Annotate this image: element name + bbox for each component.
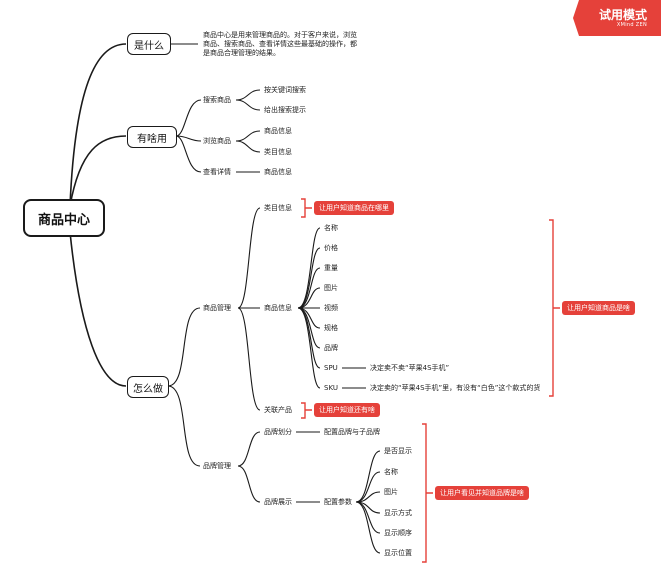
goods-info-item[interactable]: 价格 — [324, 244, 338, 252]
spu-description: 决定卖不卖“苹果4S手机” — [370, 364, 450, 372]
node-what[interactable]: 是什么 — [127, 33, 171, 55]
sku-description: 决定卖的“苹果4S手机”里，有没有“白色”这个款式的货 — [370, 384, 541, 392]
node-search-keyword[interactable]: 按关键词搜索 — [264, 86, 306, 94]
watermark-badge-shape — [573, 0, 661, 36]
brand-param-item[interactable]: 图片 — [384, 488, 398, 496]
brand-param-item[interactable]: 显示位置 — [384, 549, 412, 557]
node-search-hint[interactable]: 给出搜索提示 — [264, 106, 306, 114]
node-browse-goods[interactable]: 浏览商品 — [203, 137, 231, 145]
root-node[interactable]: 商品中心 — [23, 199, 105, 237]
node-config-params[interactable]: 配置参数 — [324, 498, 352, 506]
tag-category-where: 让用户知道商品在哪里 — [314, 201, 394, 215]
node-category-info[interactable]: 类目信息 — [264, 204, 292, 212]
watermark-subtitle: XMind ZEN — [616, 22, 647, 28]
node-browse-goods-info[interactable]: 商品信息 — [264, 127, 292, 135]
tag-brand-know: 让用户看见并知道品牌是啥 — [435, 486, 529, 500]
trial-mode-watermark: 试用模式 XMind ZEN — [573, 0, 661, 36]
brand-param-item[interactable]: 名称 — [384, 468, 398, 476]
node-search-goods[interactable]: 搜索商品 — [203, 96, 231, 104]
node-detail-goods-info[interactable]: 商品信息 — [264, 168, 292, 176]
goods-info-item[interactable]: 图片 — [324, 284, 338, 292]
node-use[interactable]: 有啥用 — [127, 126, 177, 148]
brand-param-item[interactable]: 显示顺序 — [384, 529, 412, 537]
brand-param-item[interactable]: 是否显示 — [384, 447, 412, 455]
node-browse-category-info[interactable]: 类目信息 — [264, 148, 292, 156]
goods-info-item-sku[interactable]: SKU — [324, 384, 338, 392]
node-how[interactable]: 怎么做 — [127, 376, 169, 398]
tag-related-more: 让用户知道还有啥 — [314, 403, 380, 417]
brand-param-item[interactable]: 显示方式 — [384, 509, 412, 517]
node-brand-display[interactable]: 品牌展示 — [264, 498, 292, 506]
goods-info-item[interactable]: 规格 — [324, 324, 338, 332]
node-goods-info[interactable]: 商品信息 — [264, 304, 292, 312]
goods-info-item[interactable]: 品牌 — [324, 344, 338, 352]
watermark-title: 试用模式 — [598, 8, 647, 22]
node-goods-management[interactable]: 商品管理 — [203, 304, 231, 312]
node-brand-divide[interactable]: 品牌划分 — [264, 428, 292, 436]
node-view-detail[interactable]: 查看详情 — [203, 168, 231, 176]
tag-goods-what: 让用户知道商品是啥 — [562, 301, 635, 315]
node-brand-management[interactable]: 品牌管理 — [203, 462, 231, 470]
what-description: 商品中心是用来管理商品的。对于客户来说，浏览商品、搜索商品、查看详情这些最基础的… — [203, 31, 357, 57]
goods-info-item-spu[interactable]: SPU — [324, 364, 338, 372]
node-brand-sub-config[interactable]: 配置品牌与子品牌 — [324, 428, 380, 436]
goods-info-item[interactable]: 重量 — [324, 264, 338, 272]
goods-info-item[interactable]: 视频 — [324, 304, 338, 312]
node-related-products[interactable]: 关联产品 — [264, 406, 292, 414]
goods-info-item[interactable]: 名称 — [324, 224, 338, 232]
